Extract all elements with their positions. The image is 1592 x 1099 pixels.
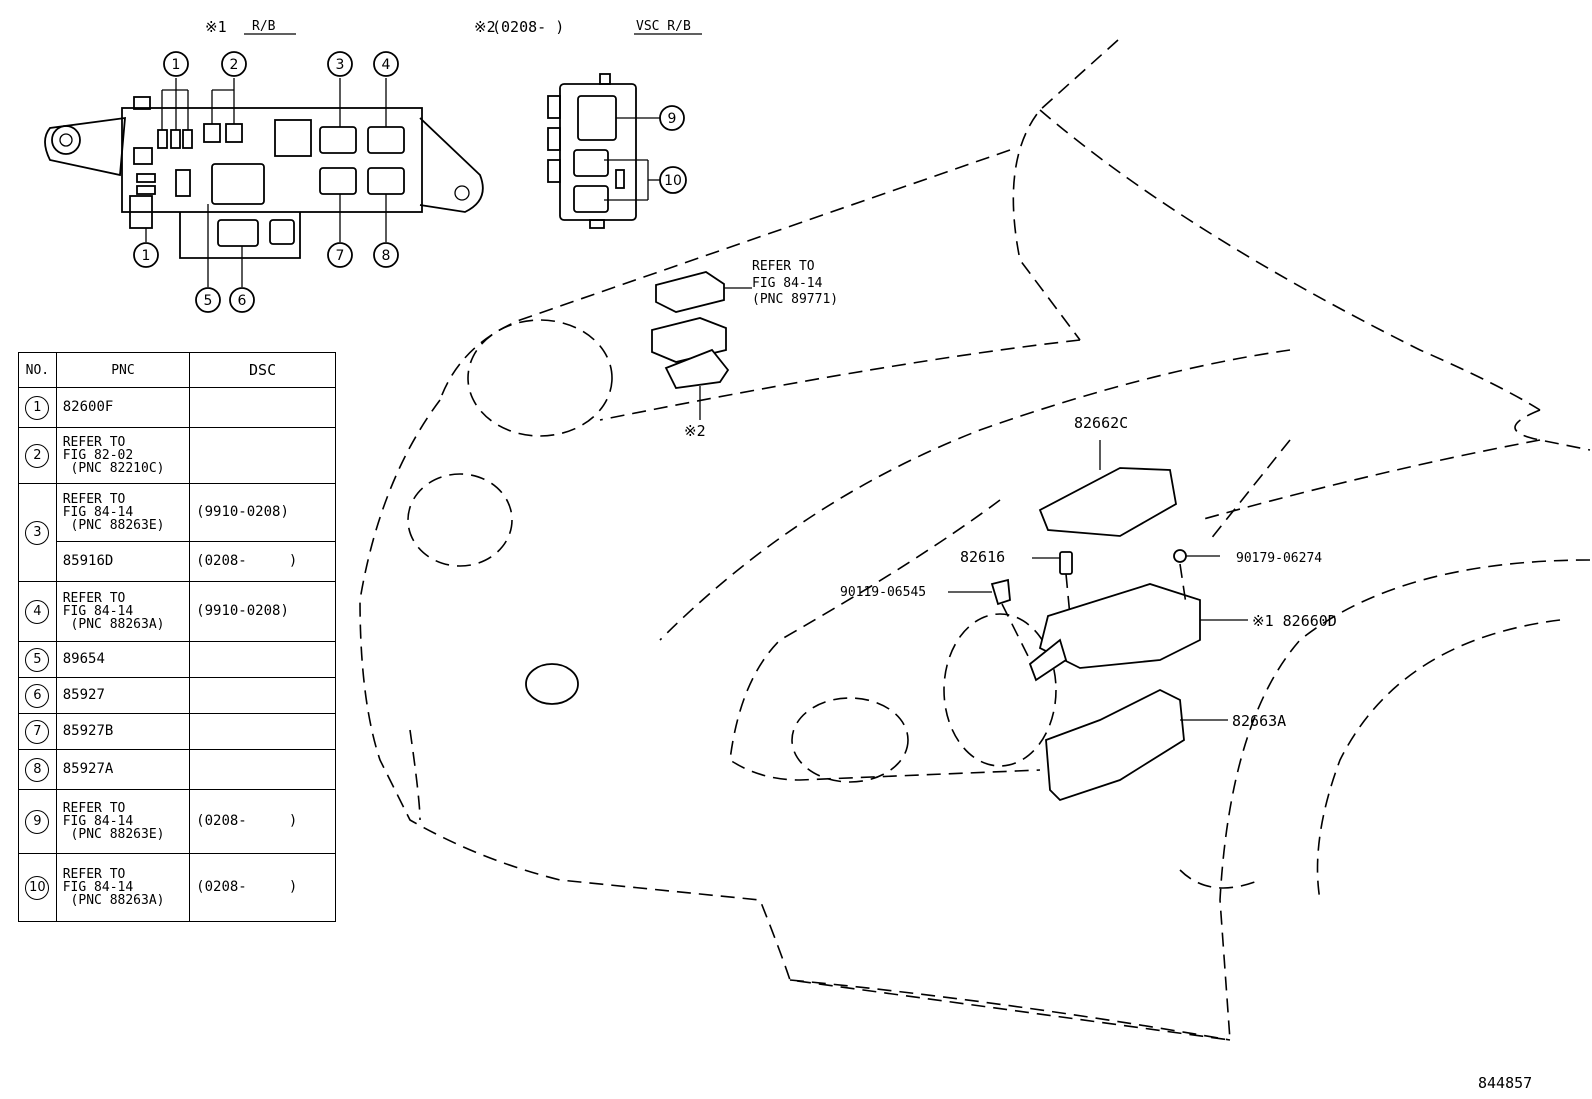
row-pnc: REFER TO FIG 84-14 (PNC 88263E) xyxy=(62,801,165,842)
row-pnc: 85927A xyxy=(55,749,191,790)
vsc-label: VSC R/B xyxy=(636,19,691,34)
svg-text:2: 2 xyxy=(230,57,239,73)
svg-text:3: 3 xyxy=(336,57,345,73)
table-row: 8 85927A xyxy=(18,749,336,790)
callout-labels: REFER TO FIG 84-14 (PNC 89771) ※2 82662C… xyxy=(684,259,1337,730)
part-82660D: ※1 82660D xyxy=(1252,612,1337,630)
table-row: 1 82600F xyxy=(18,387,336,428)
row-dsc: (9910-0208) xyxy=(189,483,336,542)
row-pnc: 82600F xyxy=(55,387,191,428)
row-number: 7 xyxy=(25,719,50,744)
rb-marker: ※1 xyxy=(205,18,227,36)
svg-text:8: 8 xyxy=(382,248,391,264)
row-number: 8 xyxy=(25,757,50,782)
svg-text:10: 10 xyxy=(664,173,682,189)
row-pnc: 85927 xyxy=(55,677,191,714)
row-pnc: 85927B xyxy=(55,713,191,750)
row-dsc: (0208- ) xyxy=(189,541,336,582)
row-number: 10 xyxy=(25,875,50,900)
table-row: 4 REFER TO FIG 84-14 (PNC 88263A) (9910-… xyxy=(18,581,336,642)
table-row: 5 89654 xyxy=(18,641,336,678)
row-number: 2 xyxy=(25,443,50,468)
row-dsc xyxy=(189,387,336,428)
rb-callout-numbers: 1 2 3 4 1 7 8 5 6 xyxy=(133,51,399,313)
row-pnc: 85916D xyxy=(55,541,191,582)
svg-text:5: 5 xyxy=(204,293,213,309)
row-number: 3 xyxy=(25,520,50,545)
part-82663A: 82663A xyxy=(1232,712,1286,730)
vsc-relay-block-drawing: 9 10 xyxy=(547,73,687,229)
svg-text:1: 1 xyxy=(142,248,151,264)
row-number: 6 xyxy=(25,683,50,708)
table-row: 85916D (0208- ) xyxy=(19,541,336,582)
row-dsc: (9910-0208) xyxy=(189,581,336,642)
row-number: 5 xyxy=(25,647,50,672)
svg-text:4: 4 xyxy=(382,57,391,73)
row-dsc: (0208- ) xyxy=(189,853,336,922)
table-row: 6 85927 xyxy=(18,677,336,714)
header-no: NO. xyxy=(18,352,57,388)
svg-text:7: 7 xyxy=(336,248,345,264)
refer-line-2: FIG 84-14 xyxy=(752,276,823,291)
figure-id: 844857 xyxy=(1478,1074,1533,1092)
header-pnc: PNC xyxy=(55,352,191,388)
rb-leaders xyxy=(145,78,387,287)
row-dsc xyxy=(189,677,336,714)
vsc-marker: ※2 xyxy=(474,18,496,36)
row-pnc: REFER TO FIG 82-02 (PNC 82210C) xyxy=(62,435,165,476)
table-row: 2 REFER TO FIG 82-02 (PNC 82210C) xyxy=(18,427,336,484)
row-pnc: REFER TO FIG 84-14 (PNC 88263A) xyxy=(62,591,165,632)
vsc-rb-marker: ※2 xyxy=(684,422,706,440)
row-pnc: REFER TO FIG 84-14 (PNC 88263E) xyxy=(62,492,165,533)
vehicle-body-outline xyxy=(359,39,1591,1041)
row-dsc xyxy=(189,713,336,750)
parts-table: NO. PNC DSC 1 82600F 2 REFER TO FIG 82-0… xyxy=(18,352,336,922)
table-row: 3 REFER TO FIG 84-14 (PNC 88263E) (9910-… xyxy=(18,483,336,582)
vsc-range: (0208- ) xyxy=(492,18,564,36)
table-row: 9 REFER TO FIG 84-14 (PNC 88263E) (0208-… xyxy=(18,789,336,854)
header-dsc: DSC xyxy=(189,352,336,388)
relay-block-assembly-drawing xyxy=(948,440,1248,802)
refer-line-1: REFER TO xyxy=(752,259,815,274)
rb-label: R/B xyxy=(252,19,276,34)
relay-block-drawing xyxy=(44,96,484,259)
svg-text:6: 6 xyxy=(238,293,247,309)
svg-text:9: 9 xyxy=(668,111,677,127)
table-header-row: NO. PNC DSC xyxy=(18,352,336,388)
row-dsc xyxy=(189,641,336,678)
refer-line-3: (PNC 89771) xyxy=(752,292,838,307)
row-dsc: (0208- ) xyxy=(189,789,336,854)
row-number: 4 xyxy=(25,599,50,624)
part-90179-06274: 90179-06274 xyxy=(1236,551,1322,566)
row-pnc: 89654 xyxy=(55,641,191,678)
row-dsc xyxy=(189,427,336,484)
table-row: 10 REFER TO FIG 84-14 (PNC 88263A) (0208… xyxy=(18,853,336,922)
part-90119-06545: 90119-06545 xyxy=(840,585,926,600)
row-dsc xyxy=(189,749,336,790)
svg-text:1: 1 xyxy=(172,57,181,73)
part-82616: 82616 xyxy=(960,548,1005,566)
part-82662C: 82662C xyxy=(1074,414,1128,432)
vsc-cover-drawing xyxy=(651,271,752,420)
table-row: 7 85927B xyxy=(18,713,336,750)
row-number: 1 xyxy=(25,395,50,420)
row-pnc: REFER TO FIG 84-14 (PNC 88263A) xyxy=(62,867,165,908)
row-number: 9 xyxy=(25,809,50,834)
